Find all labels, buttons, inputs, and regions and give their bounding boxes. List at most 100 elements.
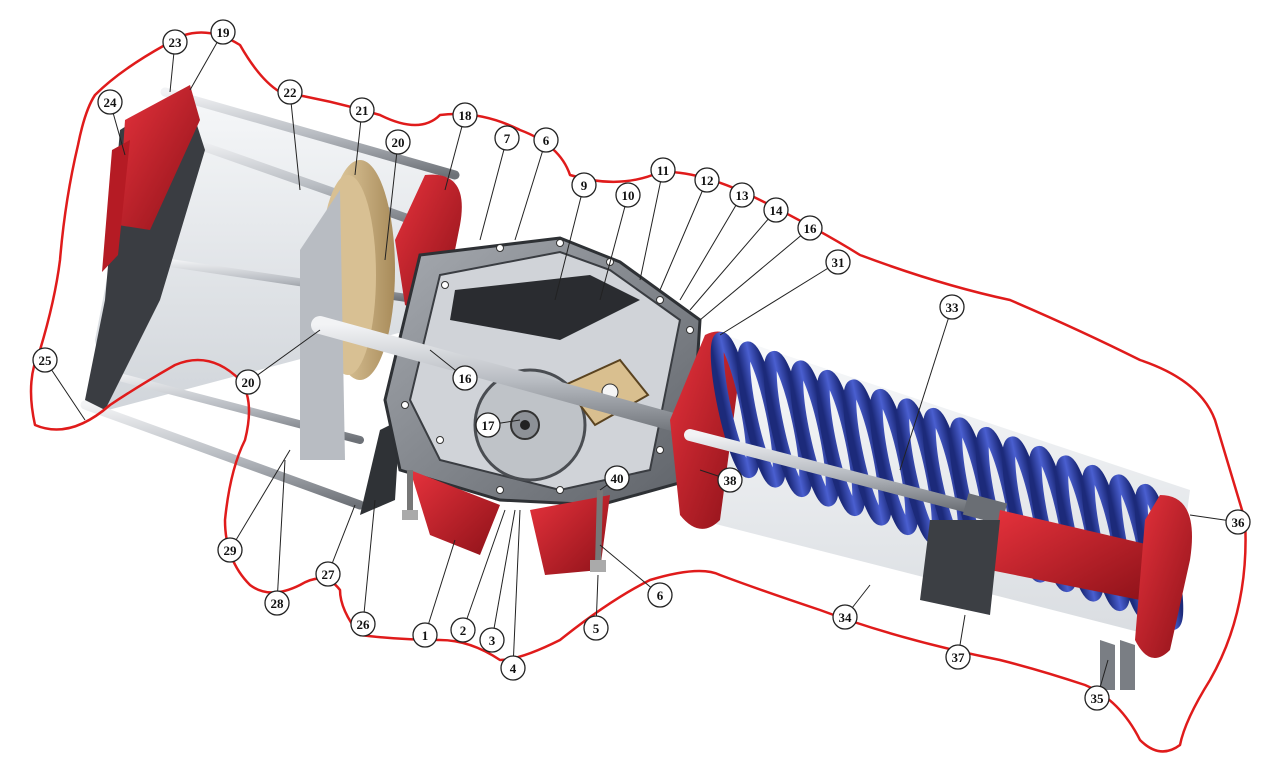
callout-number: 24: [104, 95, 118, 110]
callout-c28: 28: [264, 590, 290, 616]
callout-number: 37: [952, 650, 966, 665]
callout-number: 23: [169, 35, 183, 50]
callout-c35: 35: [1084, 685, 1110, 711]
callout-number: 35: [1091, 691, 1105, 706]
callout-circle: [494, 125, 520, 151]
callout-leader-c6b: [599, 544, 661, 596]
callout-leader-c28: [276, 459, 286, 604]
callout-c27: 27: [315, 561, 341, 587]
callout-leader-c16: [699, 227, 811, 321]
callout-c3: 3: [479, 627, 505, 653]
callout-leader-c3: [491, 509, 516, 641]
callout-circle: [533, 127, 559, 153]
callout-c1: 1: [412, 622, 438, 648]
callout-c7: 7: [494, 125, 520, 151]
callout-c21: 21: [349, 97, 375, 123]
callout-leader-c29: [229, 449, 291, 551]
callout-circle: [797, 215, 823, 241]
callout-c37: 37: [945, 644, 971, 670]
callout-leader-c22: [289, 91, 301, 191]
callout-leader-c18: [444, 114, 466, 191]
callout-c5: 5: [583, 615, 609, 641]
callout-number: 10: [622, 188, 635, 203]
spring-cylinder-assembly: [670, 331, 1192, 690]
callout-number: 13: [736, 188, 750, 203]
callout-number: 28: [271, 596, 285, 611]
callout-circle: [349, 97, 375, 123]
callout-number: 6: [657, 588, 664, 603]
callout-circle: [571, 172, 597, 198]
callout-circle: [210, 19, 236, 45]
callout-number: 27: [322, 567, 336, 582]
callout-circle: [350, 611, 376, 637]
callout-circle: [583, 615, 609, 641]
callout-leader-c7: [479, 137, 508, 241]
callout-c4: 4: [500, 655, 526, 681]
callout-leader-c20a: [384, 141, 399, 261]
callout-number: 26: [357, 617, 371, 632]
callout-c25: 25: [32, 347, 58, 373]
callout-number: 34: [839, 610, 853, 625]
callout-c24: 24: [97, 89, 123, 115]
callout-leader-c2: [462, 509, 506, 631]
callout-c31: 31: [825, 249, 851, 275]
callout-number: 19: [217, 25, 231, 40]
callout-circle: [1084, 685, 1110, 711]
callout-number: 11: [657, 163, 669, 178]
callout-number: 4: [510, 661, 517, 676]
callout-number: 16: [804, 221, 818, 236]
callout-circle: [825, 249, 851, 275]
callout-circle: [832, 604, 858, 630]
callout-number: 21: [356, 103, 369, 118]
spring-piston: [990, 510, 1150, 600]
callout-c16b: 16: [452, 365, 478, 391]
callout-c6: 6: [533, 127, 559, 153]
callout-number: 2: [460, 623, 467, 638]
callout-number: 20: [392, 135, 405, 150]
callout-circle: [97, 89, 123, 115]
callout-c29: 29: [217, 537, 243, 563]
callout-c12: 12: [694, 167, 720, 193]
callout-c40: 40: [604, 465, 630, 491]
callout-circle: [945, 644, 971, 670]
callout-c16: 16: [797, 215, 823, 241]
callout-leader-c11: [639, 169, 664, 281]
callout-circle: [500, 655, 526, 681]
callout-c22: 22: [277, 79, 303, 105]
callout-circle: [450, 617, 476, 643]
callout-c13: 13: [729, 182, 755, 208]
callout-number: 14: [770, 203, 784, 218]
callout-number: 12: [701, 173, 714, 188]
callout-circle: [452, 102, 478, 128]
callout-c38: 38: [717, 467, 743, 493]
callout-number: 5: [593, 621, 600, 636]
callout-circle: [615, 182, 641, 208]
callout-circle: [385, 129, 411, 155]
callout-c33: 33: [939, 294, 965, 320]
callout-circle: [452, 365, 478, 391]
callout-number: 29: [224, 543, 238, 558]
callout-c18: 18: [452, 102, 478, 128]
callout-leader-c14: [689, 209, 777, 311]
callout-number: 22: [284, 85, 297, 100]
callout-leader-c26: [362, 499, 376, 625]
callout-circle: [217, 537, 243, 563]
callout-c26: 26: [350, 611, 376, 637]
callout-number: 16: [459, 371, 473, 386]
callout-c10: 10: [615, 182, 641, 208]
bottom-flanges: [402, 470, 610, 575]
callout-leader-c13: [679, 194, 743, 301]
callout-leader-c20b: [247, 329, 321, 383]
callout-c9: 9: [571, 172, 597, 198]
callout-c19: 19: [210, 19, 236, 45]
callout-number: 36: [1232, 515, 1246, 530]
callout-leader-c33: [899, 306, 953, 471]
callout-c23: 23: [162, 29, 188, 55]
spring-end-cap: [1135, 495, 1192, 658]
callout-c11: 11: [650, 157, 676, 183]
callout-leader-c1: [424, 539, 456, 636]
callout-number: 38: [724, 473, 738, 488]
callout-circle: [412, 622, 438, 648]
